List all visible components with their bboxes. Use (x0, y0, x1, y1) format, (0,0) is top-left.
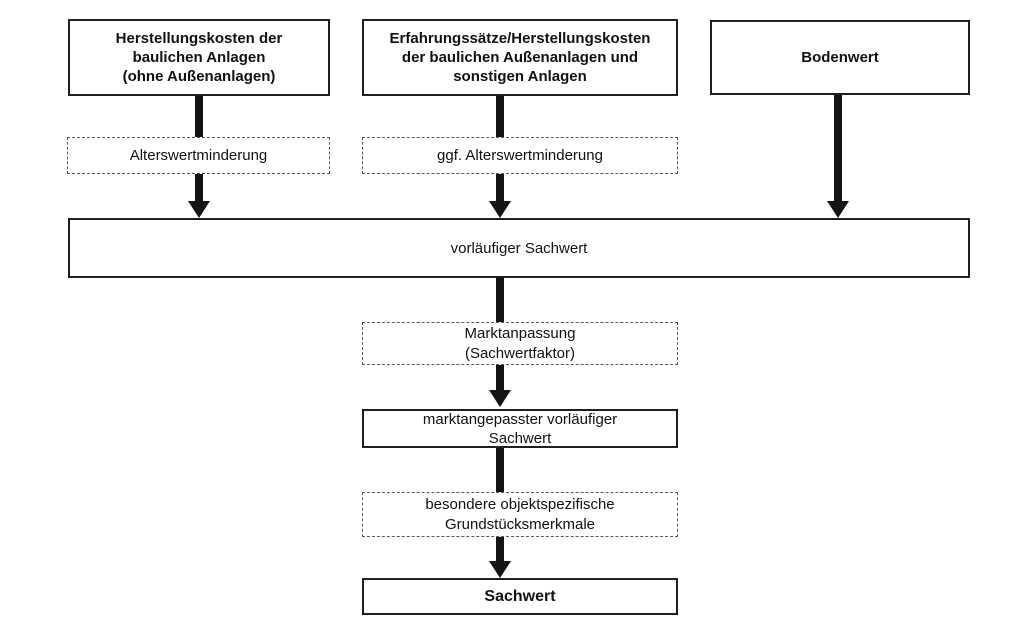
box-construction-costs-buildings: Herstellungskosten der baulichen Anlagen… (68, 19, 330, 96)
arrow-preliminary-to-market-adjustment (489, 278, 511, 322)
arrow-special-features-to-final-value (489, 537, 511, 578)
arrow-buildings-to-depreciation (188, 96, 210, 137)
box-special-property-features: besondere objektspezifische Grundstücksm… (362, 492, 678, 537)
box-age-depreciation-optional: ggf. Alterswertminderung (362, 137, 678, 174)
arrow-market-adjustment-to-adjusted-value (489, 365, 511, 407)
box-market-adjustment: Marktanpassung (Sachwertfaktor) (362, 322, 678, 365)
box-preliminary-asset-value: vorläufiger Sachwert (68, 218, 970, 278)
arrow-depreciation-to-preliminary (188, 174, 210, 218)
arrow-land-value-to-preliminary (827, 95, 849, 218)
box-final-asset-value: Sachwert (362, 578, 678, 615)
arrow-outdoor-to-depreciation (489, 96, 511, 137)
box-land-value: Bodenwert (710, 20, 970, 95)
box-experience-rates-outdoor-facilities: Erfahrungssätze/Herstellungskosten der b… (362, 19, 678, 96)
box-market-adjusted-preliminary-value: marktangepasster vorläufiger Sachwert (362, 409, 678, 448)
arrow-depreciation-optional-to-preliminary (489, 174, 511, 218)
arrow-adjusted-value-to-special-features (489, 448, 511, 492)
box-age-depreciation: Alterswertminderung (67, 137, 330, 174)
